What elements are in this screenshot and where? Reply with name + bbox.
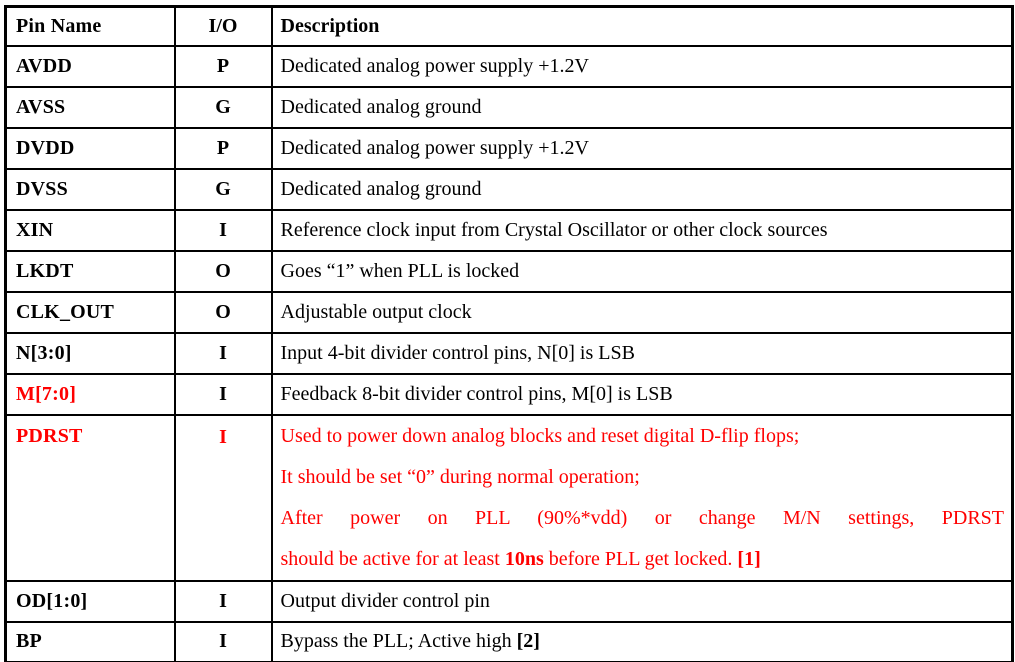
pin-name-cell: OD[1:0] xyxy=(4,579,176,623)
description-line: should be active for at least 10ns befor… xyxy=(280,539,1005,579)
description-cell: Used to power down analog blocks and res… xyxy=(270,413,1014,582)
pin-name-cell: XIN xyxy=(4,208,176,252)
pin-name-cell: LKDT xyxy=(4,249,176,293)
pin-name-cell: N[3:0] xyxy=(4,331,176,375)
io-cell: I xyxy=(173,413,273,582)
column-header-pin-name: Pin Name xyxy=(4,5,176,47)
io-cell: I xyxy=(173,208,273,252)
table-row-pdrst: PDRST I Used to power down analog blocks… xyxy=(4,413,1014,582)
description-cell: Output divider control pin xyxy=(270,579,1014,623)
description-line: It should be set “0” during normal opera… xyxy=(280,465,640,488)
table-row-dvss: DVSS G Dedicated analog ground xyxy=(4,167,1014,211)
io-cell: I xyxy=(173,579,273,623)
table-row-avdd: AVDD P Dedicated analog power supply +1.… xyxy=(4,44,1014,88)
table-row-dvdd: DVDD P Dedicated analog power supply +1.… xyxy=(4,126,1014,170)
pin-description-table: Pin Name I/O Description AVDD P Dedicate… xyxy=(4,5,1014,662)
table-row-m7-0: M[7:0] I Feedback 8-bit divider control … xyxy=(4,372,1014,416)
io-cell: I xyxy=(173,620,273,662)
io-cell: G xyxy=(173,167,273,211)
io-cell: I xyxy=(173,331,273,375)
description-cell: Goes “1” when PLL is locked xyxy=(270,249,1014,293)
description-segment: should be active for at least xyxy=(280,547,505,570)
description-cell: Bypass the PLL; Active high [2] xyxy=(270,620,1014,662)
table-header-row: Pin Name I/O Description xyxy=(4,5,1014,47)
table-row-lkdt: LKDT O Goes “1” when PLL is locked xyxy=(4,249,1014,293)
pin-name-cell: AVSS xyxy=(4,85,176,129)
io-cell: O xyxy=(173,290,273,334)
description-segment: Bypass the PLL; Active high xyxy=(280,630,517,653)
table-row-n3-0: N[3:0] I Input 4-bit divider control pin… xyxy=(4,331,1014,375)
table-row-xin: XIN I Reference clock input from Crystal… xyxy=(4,208,1014,252)
pin-name-cell: DVDD xyxy=(4,126,176,170)
table-row-avss: AVSS G Dedicated analog ground xyxy=(4,85,1014,129)
description-cell: Dedicated analog power supply +1.2V xyxy=(270,44,1014,88)
io-cell: O xyxy=(173,249,273,293)
description-segment-bold: [1] xyxy=(737,547,761,570)
description-cell: Reference clock input from Crystal Oscil… xyxy=(270,208,1014,252)
table-row-clk-out: CLK_OUT O Adjustable output clock xyxy=(4,290,1014,334)
description-segment-bold: [2] xyxy=(516,630,540,653)
column-header-description: Description xyxy=(270,5,1014,47)
description-line: After power on PLL (90%*vdd) or change M… xyxy=(280,506,1005,529)
pin-name-cell: BP xyxy=(4,620,176,662)
description-cell: Input 4-bit divider control pins, N[0] i… xyxy=(270,331,1014,375)
description-cell: Dedicated analog power supply +1.2V xyxy=(270,126,1014,170)
description-cell: Feedback 8-bit divider control pins, M[0… xyxy=(270,372,1014,416)
column-header-io: I/O xyxy=(173,5,273,47)
pin-name-cell: AVDD xyxy=(4,44,176,88)
io-cell: I xyxy=(173,372,273,416)
table-row-od1-0: OD[1:0] I Output divider control pin xyxy=(4,579,1014,623)
pin-name-cell: PDRST xyxy=(4,413,176,582)
description-cell: Dedicated analog ground xyxy=(270,167,1014,211)
io-cell: P xyxy=(173,126,273,170)
description-segment: before PLL get locked. xyxy=(543,547,738,570)
pin-name-cell: DVSS xyxy=(4,167,176,211)
io-cell: G xyxy=(173,85,273,129)
description-segment-bold: 10ns xyxy=(504,547,544,570)
io-cell: P xyxy=(173,44,273,88)
description-cell: Dedicated analog ground xyxy=(270,85,1014,129)
description-cell: Adjustable output clock xyxy=(270,290,1014,334)
description-line: Used to power down analog blocks and res… xyxy=(280,424,800,447)
table-row-bp: BP I Bypass the PLL; Active high [2] xyxy=(4,620,1014,662)
pin-name-cell: CLK_OUT xyxy=(4,290,176,334)
pin-name-cell: M[7:0] xyxy=(4,372,176,416)
